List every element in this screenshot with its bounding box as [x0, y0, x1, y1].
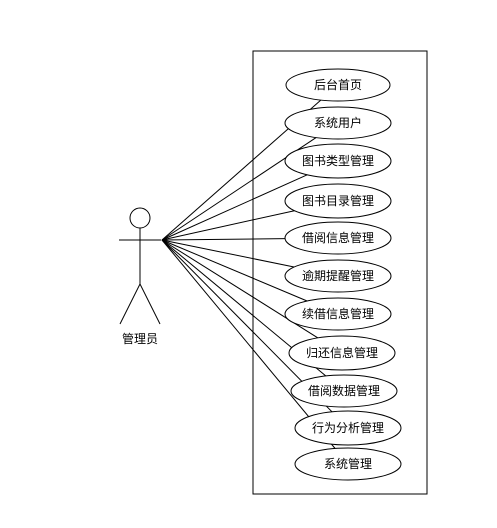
- use-case-label: 逾期提醒管理: [302, 268, 374, 283]
- actor-right-leg: [139, 283, 161, 325]
- use-case-ellipse: [290, 374, 398, 408]
- association-line: [161, 239, 295, 268]
- use-case-label: 后台首页: [314, 77, 362, 92]
- association-line: [161, 210, 295, 241]
- use-case-label: 续借信息管理: [302, 306, 374, 321]
- use-case-label: 借阅数据管理: [308, 383, 380, 398]
- use-case-ellipse: [284, 221, 392, 255]
- use-case-label: 借阅信息管理: [302, 230, 374, 245]
- actor-label: 管理员: [122, 331, 158, 346]
- association-line: [161, 174, 308, 241]
- use-case-label: 图书目录管理: [302, 193, 374, 208]
- use-case-ellipse: [284, 143, 392, 179]
- use-case-ellipse: [284, 183, 392, 219]
- use-case-label: 系统用户: [314, 115, 362, 130]
- use-case-ellipse: [294, 447, 402, 481]
- use-case-label: 归还信息管理: [306, 345, 378, 360]
- actor-left-leg: [119, 283, 141, 325]
- association-line: [161, 239, 336, 449]
- actor-head: [129, 207, 151, 229]
- use-case-label: 行为分析管理: [312, 420, 384, 435]
- use-case-ellipse: [284, 297, 392, 331]
- use-case-ellipse: [284, 259, 392, 293]
- association-line: [161, 239, 308, 302]
- use-case-label: 图书类型管理: [302, 153, 374, 168]
- association-line: [161, 238, 286, 241]
- use-case-ellipse: [284, 106, 392, 140]
- actor-figure: [119, 207, 161, 325]
- use-case-ellipse: [294, 410, 402, 446]
- use-case-group: 后台首页系统用户图书类型管理图书目录管理借阅信息管理逾期提醒管理续借信息管理归还…: [284, 68, 402, 481]
- use-case-ellipse: [285, 68, 391, 102]
- system-boundary: [252, 50, 428, 495]
- use-case-label: 系统管理: [324, 456, 372, 471]
- use-case-ellipse: [288, 335, 396, 371]
